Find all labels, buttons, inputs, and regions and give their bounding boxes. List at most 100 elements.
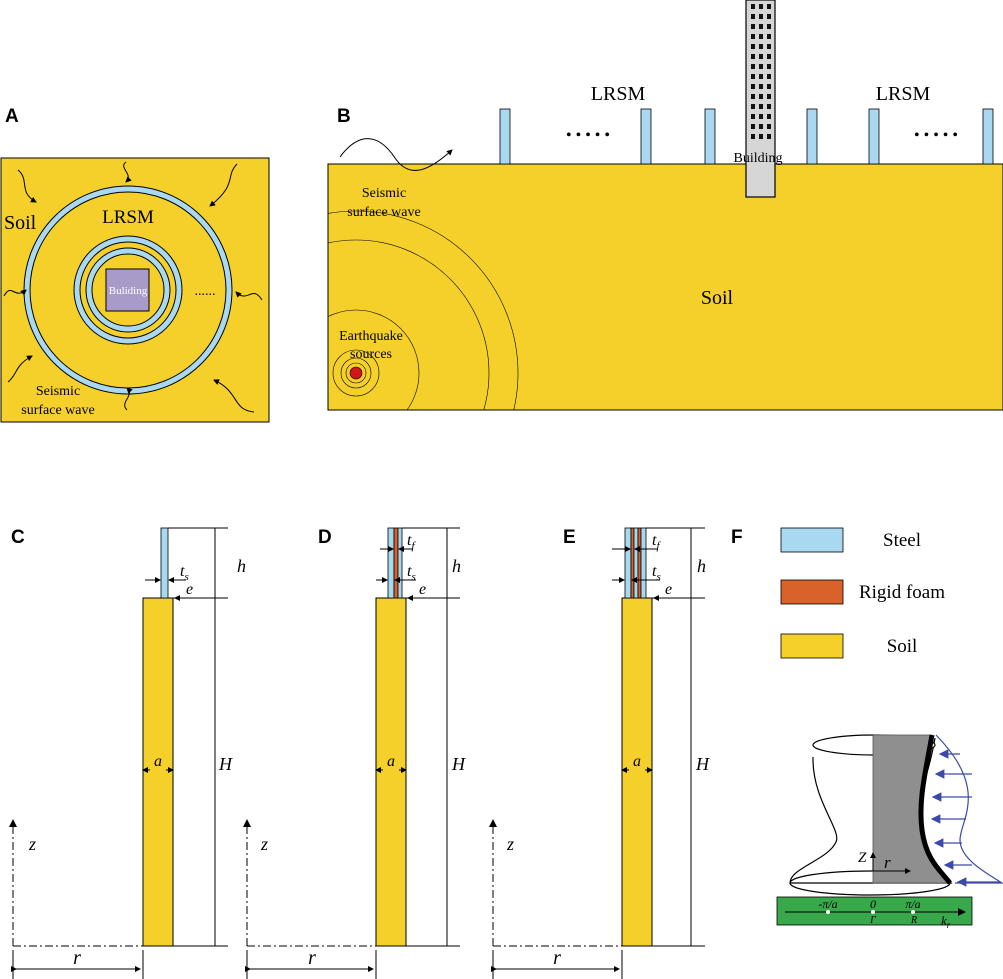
z-label: z — [260, 834, 268, 854]
tf-label: tf — [407, 532, 416, 552]
building-window — [767, 4, 771, 9]
soil-column — [142, 597, 174, 947]
panel-label-f: F — [731, 527, 743, 548]
H-label: H — [451, 754, 466, 774]
building-window — [767, 44, 771, 49]
legend-label-steel: Steel — [883, 530, 921, 551]
building-window — [767, 74, 771, 79]
foam-layer — [637, 527, 642, 599]
z-label: z — [506, 834, 514, 854]
kr-label: kr — [941, 913, 951, 930]
building-window — [767, 84, 771, 89]
building-window — [751, 74, 755, 79]
steel-layer — [397, 527, 403, 599]
earthquake-source — [349, 366, 363, 380]
wave-label-a-2: surface wave — [21, 403, 94, 418]
panel-label-c: C — [11, 527, 25, 548]
building-window — [767, 24, 771, 29]
vase-r-label: r — [884, 853, 891, 872]
steel-layer — [160, 527, 169, 599]
soil-label-b: Soil — [701, 287, 734, 309]
wave-arrow-top — [123, 161, 132, 183]
tf-label: tf — [652, 532, 661, 552]
source-label-1: Earthquake — [339, 329, 403, 344]
lrsm-post — [640, 108, 652, 165]
ts-label: ts — [407, 563, 416, 583]
r-label: r — [73, 947, 81, 969]
lrsm-post — [868, 108, 880, 165]
steel-layer — [640, 527, 647, 599]
ts-label: ts — [652, 563, 661, 583]
building-window — [759, 44, 763, 49]
building-window — [767, 104, 771, 109]
dots-b-right: • • • • • — [914, 127, 958, 144]
steel-layer — [624, 527, 632, 599]
building-window — [759, 14, 763, 19]
panel-label-a: A — [5, 106, 19, 127]
lrsm-label-b-left: LRSM — [591, 83, 646, 105]
legend-label-soil: Soil — [887, 636, 918, 657]
panel-e: h H tf ts e a z r — [489, 527, 710, 979]
a-label: a — [633, 753, 641, 770]
H-label: H — [695, 754, 710, 774]
lrsm-post — [499, 108, 511, 165]
building-window — [759, 24, 763, 29]
building-window — [759, 54, 763, 59]
building-window — [751, 34, 755, 39]
building-window — [767, 34, 771, 39]
k-neg-label: -π/a — [818, 897, 837, 911]
h-label: h — [452, 556, 461, 576]
z-label: z — [28, 834, 36, 854]
building-window — [751, 4, 755, 9]
H-label: H — [218, 754, 233, 774]
building-window — [751, 104, 755, 109]
building-window — [759, 64, 763, 69]
brillouin-band: -π/a 0 π/a Γ R kr — [776, 896, 973, 930]
building-window — [767, 54, 771, 59]
wave-arrow-bottom-left — [7, 355, 33, 383]
wave-label-b-2: surface wave — [347, 205, 420, 220]
legend-swatch-foam — [780, 579, 844, 605]
wave-label-b-1: Seismic — [362, 186, 406, 201]
panel-a: Buliding Soil LRSM ...... Seismic surfac… — [0, 157, 270, 423]
a-label: a — [154, 753, 162, 770]
panel-c: h H ts e a z r — [9, 527, 246, 979]
building-window — [759, 134, 763, 139]
building-window — [767, 94, 771, 99]
wave-arrow-top-left — [17, 169, 37, 203]
soil-column — [375, 597, 407, 947]
building-window — [759, 94, 763, 99]
building-window — [751, 94, 755, 99]
building-label: Buliding — [109, 285, 148, 297]
building-window — [751, 134, 755, 139]
wavefronts — [328, 210, 519, 410]
panel-b: LRSM LRSM • • • • • • • • • • Building S… — [327, 0, 1003, 411]
panel-label-d: D — [318, 527, 332, 548]
legend: Steel Rigid foam Soil — [780, 527, 945, 659]
R-label: R — [910, 915, 917, 926]
building-window — [767, 114, 771, 119]
building-window — [751, 14, 755, 19]
building-window — [767, 64, 771, 69]
building-window — [767, 14, 771, 19]
r-label: r — [553, 947, 561, 969]
wave-label-a-1: Seismic — [36, 384, 80, 399]
e-label: e — [665, 581, 672, 598]
panel-label-e: E — [563, 527, 576, 548]
source-label-2: sources — [350, 347, 392, 362]
soil-block — [327, 163, 1003, 411]
tower-building — [745, 0, 776, 198]
wave-arrow-bottom-right — [213, 379, 255, 413]
e-label: e — [186, 581, 193, 598]
legend-swatch-steel — [780, 527, 844, 553]
h-label: h — [697, 556, 706, 576]
middle-ring — [74, 236, 182, 344]
building-window — [759, 114, 763, 119]
building-square — [105, 268, 150, 312]
gamma-label: Γ — [869, 915, 876, 926]
steel-layer — [633, 527, 639, 599]
panel-label-b: B — [337, 106, 351, 127]
a-label: a — [387, 753, 395, 770]
building-window — [767, 124, 771, 129]
